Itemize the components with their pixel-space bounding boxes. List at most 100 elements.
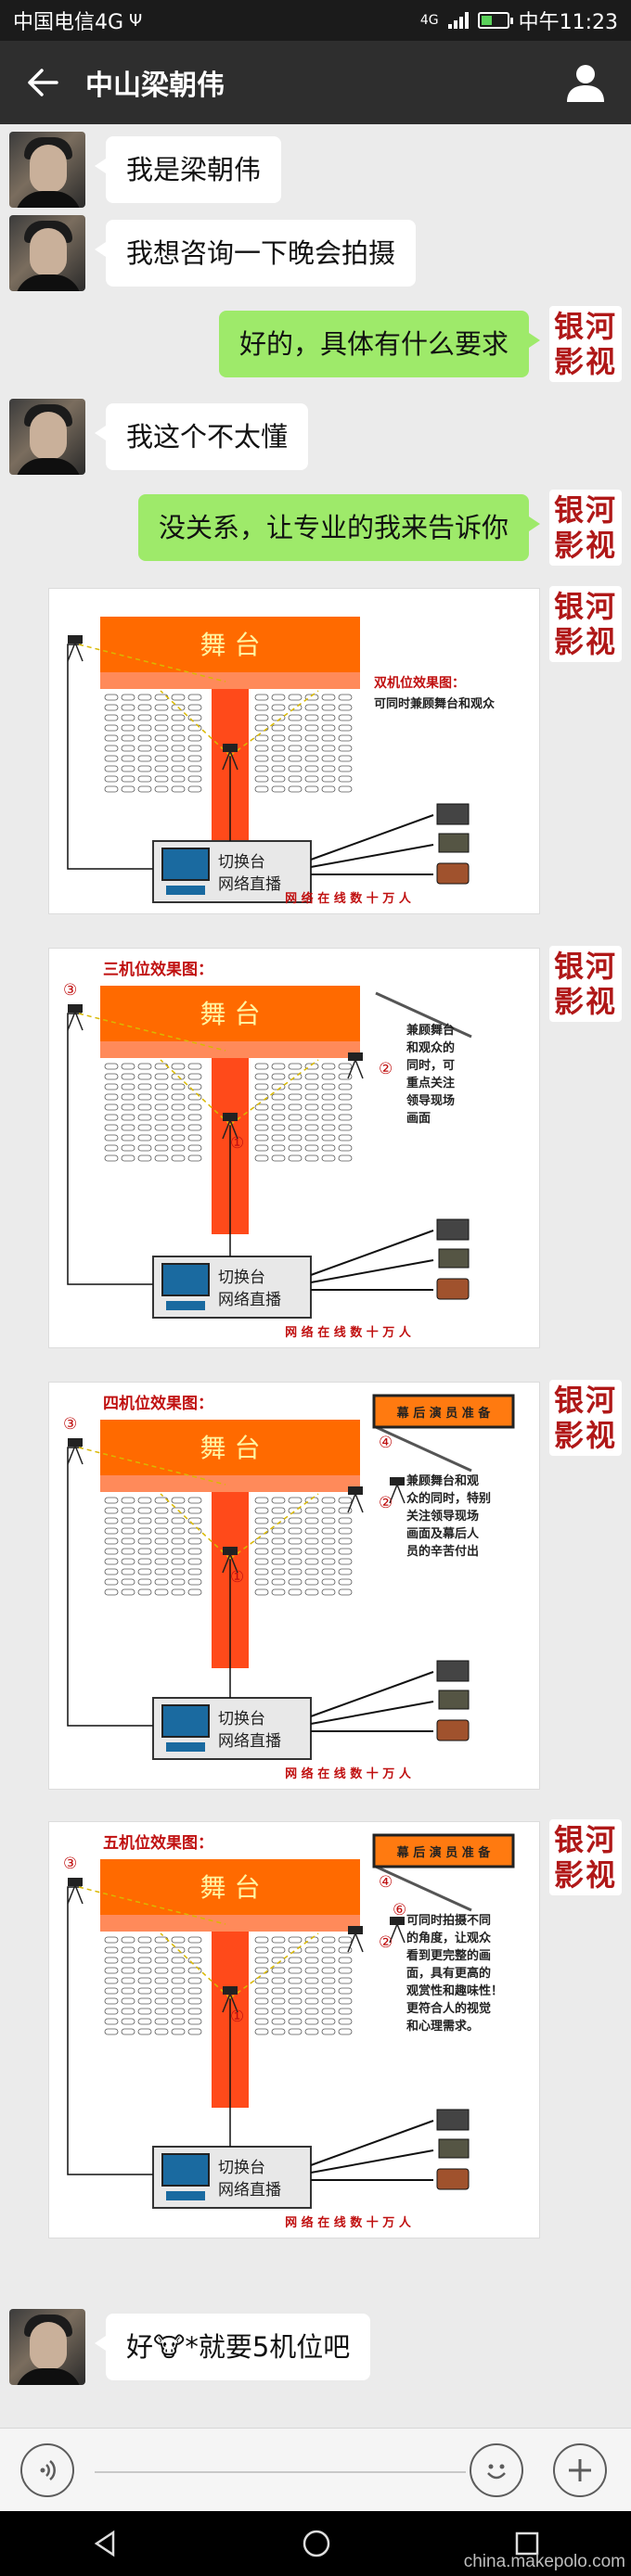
seat	[254, 1114, 269, 1121]
diagram-description: 关注领导现场	[406, 1509, 479, 1524]
seat	[304, 1957, 319, 1964]
message-bubble[interactable]: 没关系，让专业的我来告诉你	[137, 494, 541, 561]
watermark: china.makepolo.com	[463, 2552, 625, 2571]
brand-avatar[interactable]: 银河影视	[549, 1819, 622, 1895]
seat	[254, 1124, 269, 1131]
message-input[interactable]	[95, 2471, 466, 2473]
seat	[288, 1093, 303, 1101]
back-button[interactable]	[0, 41, 85, 124]
seat	[154, 765, 169, 772]
stage-apron	[100, 1475, 360, 1492]
seat	[338, 704, 353, 711]
seat	[137, 1093, 152, 1101]
seat	[254, 1073, 269, 1080]
brand-avatar[interactable]: 银河影视	[549, 946, 622, 1022]
laptop-device-icon	[438, 1690, 470, 1710]
voice-button[interactable]	[20, 2443, 74, 2497]
seat	[137, 1083, 152, 1090]
seat	[104, 1527, 119, 1535]
seat	[137, 1967, 152, 1974]
stage-label: 舞 台	[200, 999, 261, 1029]
tripod-icon	[347, 1491, 364, 1513]
seat	[338, 2018, 353, 2025]
emoji-button[interactable]	[470, 2443, 523, 2497]
sightline	[78, 1886, 226, 1925]
recents-square-icon[interactable]	[514, 2531, 540, 2557]
keyboard-icon	[166, 1301, 205, 1310]
seat	[154, 1073, 169, 1080]
seat	[187, 1063, 202, 1070]
seat	[338, 734, 353, 742]
seat	[104, 1517, 119, 1524]
message-bubble[interactable]: 我想咨询一下晚会拍摄	[94, 220, 417, 287]
message-bubble[interactable]: 我这个不太懂	[94, 403, 309, 470]
seat	[271, 1103, 286, 1111]
seat	[187, 1936, 202, 1944]
seat	[338, 1568, 353, 1575]
seat	[321, 1936, 336, 1944]
brand-avatar[interactable]: 银河影视	[549, 586, 622, 662]
seat	[137, 694, 152, 701]
message-bubble[interactable]: 我是梁朝伟	[94, 136, 282, 203]
image-message[interactable]: 双机位效果图：舞 台切换台网络直播网 络 在 线 数 十 万 人可同时兼顾舞台和…	[48, 588, 540, 914]
seat	[104, 1063, 119, 1070]
seat	[338, 1517, 353, 1524]
network-label: 4G	[419, 13, 439, 28]
seat	[121, 785, 135, 793]
more-button[interactable]	[553, 2443, 607, 2497]
seat	[154, 1154, 169, 1162]
avatar[interactable]	[9, 215, 85, 291]
seat	[304, 1517, 319, 1524]
seat	[288, 745, 303, 752]
profile-button[interactable]	[564, 61, 607, 104]
avatar[interactable]	[9, 399, 85, 475]
monitor-icon	[161, 848, 210, 881]
message-bubble[interactable]: 好🐮*就要5机位吧	[94, 2314, 371, 2380]
seat	[321, 755, 336, 762]
seat	[121, 1124, 135, 1131]
message-bubble[interactable]: 好的，具体有什么要求	[218, 311, 541, 377]
seat	[321, 1114, 336, 1121]
seat	[271, 734, 286, 742]
seat	[321, 734, 336, 742]
seat	[104, 1134, 119, 1141]
seat	[271, 1537, 286, 1545]
seat	[104, 1103, 119, 1111]
diagram-description: 员的辛苦付出	[406, 1544, 479, 1559]
seat	[104, 2008, 119, 2015]
brand-avatar[interactable]: 银河影视	[549, 306, 622, 382]
seat	[137, 1134, 152, 1141]
seat	[171, 2018, 186, 2025]
seat	[304, 2018, 319, 2025]
seat	[288, 755, 303, 762]
seat	[321, 694, 336, 701]
seat	[271, 694, 286, 701]
seat	[137, 1527, 152, 1535]
seat	[171, 1103, 186, 1111]
seat	[254, 1063, 269, 1070]
stream-arrow	[310, 2120, 434, 2166]
seat	[137, 724, 152, 732]
seat	[104, 765, 119, 772]
seat	[137, 1144, 152, 1152]
online-label: 网 络 在 线 数 十 万 人	[285, 891, 412, 906]
brand-avatar[interactable]: 银河影视	[549, 1380, 622, 1456]
seat	[154, 1083, 169, 1090]
back-triangle-icon[interactable]	[91, 2530, 119, 2557]
sightline	[229, 1932, 319, 1999]
keyboard-icon	[166, 1742, 205, 1752]
seat	[104, 1568, 119, 1575]
home-circle-icon[interactable]	[302, 2529, 331, 2558]
seat	[137, 1073, 152, 1080]
avatar[interactable]	[9, 2309, 85, 2385]
seat	[271, 1946, 286, 1954]
seat	[187, 1967, 202, 1974]
seat	[338, 1154, 353, 1162]
seat	[288, 1073, 303, 1080]
seat	[154, 1517, 169, 1524]
brand-avatar[interactable]: 银河影视	[549, 490, 622, 566]
avatar[interactable]	[9, 132, 85, 208]
